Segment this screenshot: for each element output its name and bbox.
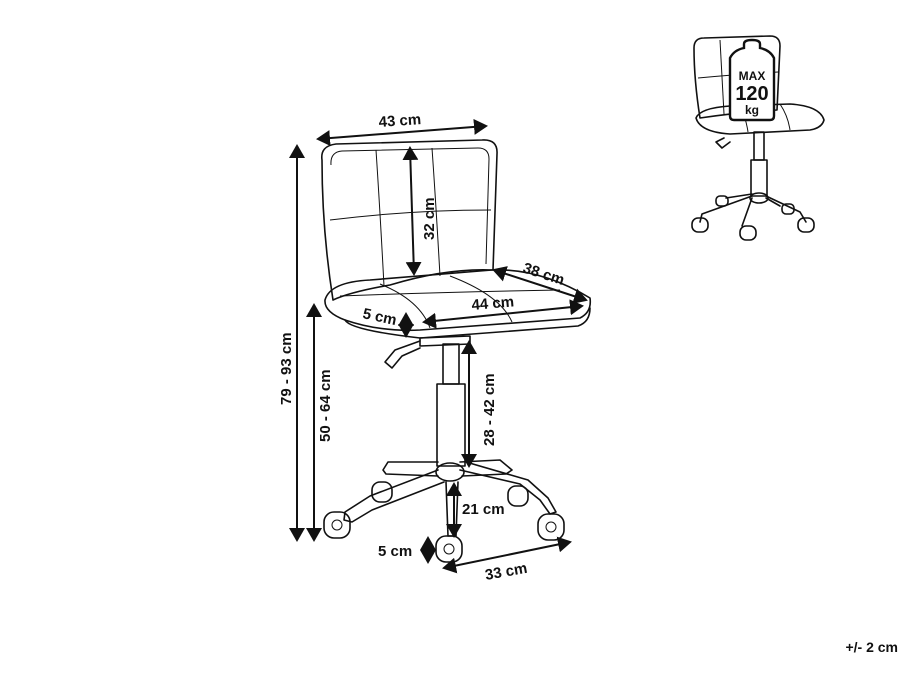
- badge-value: 120: [735, 83, 768, 105]
- label-base-height: 21 cm: [462, 501, 505, 518]
- caster: [537, 513, 565, 541]
- tolerance-note: +/- 2 cm: [845, 639, 898, 655]
- label-seat-depth: 38 cm: [521, 260, 567, 289]
- label-back-height: 32 cm: [421, 197, 438, 240]
- label-seat-thickness: 5 cm: [361, 305, 398, 329]
- caster: [435, 535, 463, 563]
- weight-icon: [728, 38, 776, 122]
- badge-max: MAX: [739, 69, 766, 83]
- label-seat-height: 50 - 64 cm: [317, 369, 334, 442]
- caster: [371, 481, 393, 503]
- max-weight-badge: MAX 120 kg: [728, 38, 776, 122]
- caster: [323, 511, 351, 539]
- label-base-radius: 33 cm: [484, 560, 529, 584]
- chair-illustration: [320, 139, 592, 563]
- caster: [507, 485, 529, 507]
- label-total-height: 79 - 93 cm: [278, 332, 295, 405]
- label-seat-width: 44 cm: [471, 293, 515, 314]
- label-gas-lift: 28 - 42 cm: [481, 373, 498, 446]
- dimension-arrows: [289, 118, 588, 574]
- label-back-width: 43 cm: [378, 111, 422, 131]
- badge-unit: kg: [745, 103, 759, 117]
- label-caster-height: 5 cm: [378, 543, 412, 560]
